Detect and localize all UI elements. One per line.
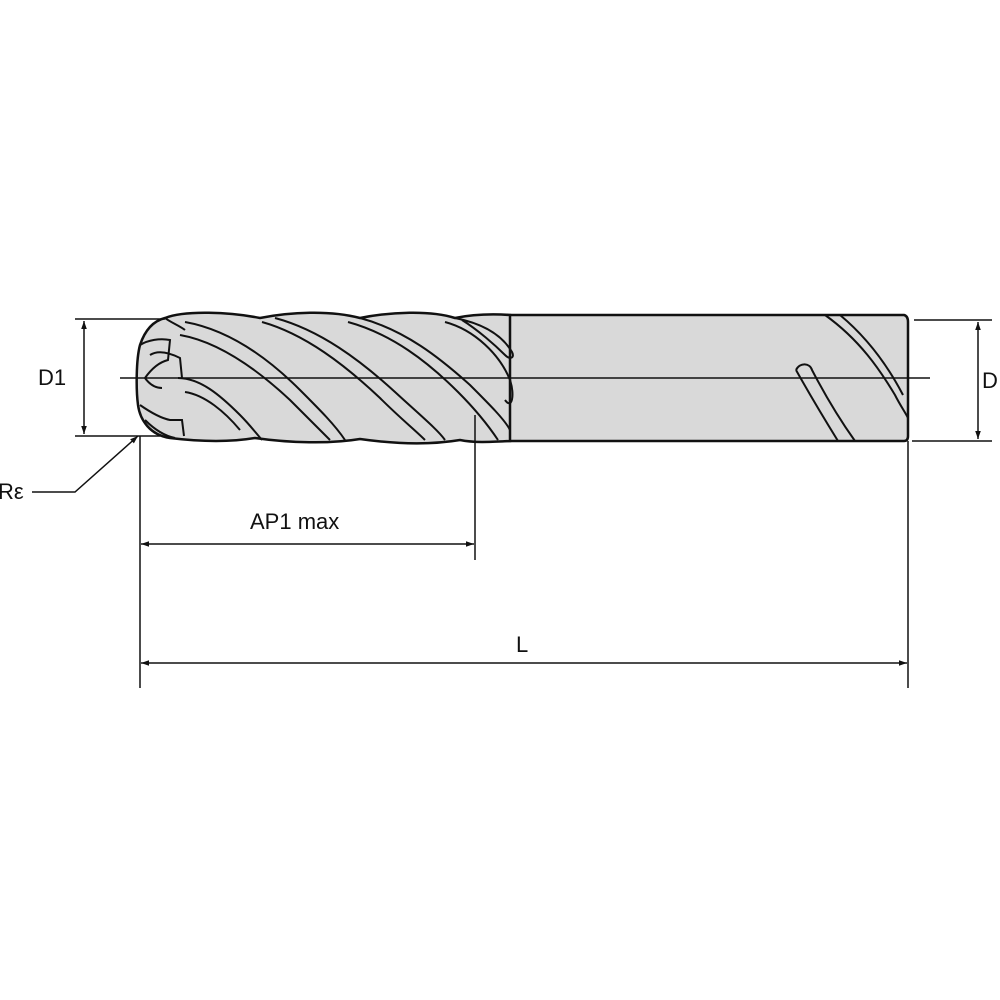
l-label: L	[516, 632, 529, 657]
d1-dimension	[75, 318, 165, 437]
d-dimension	[912, 319, 992, 442]
extension-lines	[139, 415, 909, 688]
d1-label: D1	[38, 365, 67, 390]
corner-radius-leader	[32, 435, 139, 493]
corner-radius-label: Rε	[0, 479, 24, 504]
ap1-label: AP1 max	[250, 509, 340, 534]
tool-body	[135, 311, 910, 445]
d-label: D	[982, 368, 998, 393]
